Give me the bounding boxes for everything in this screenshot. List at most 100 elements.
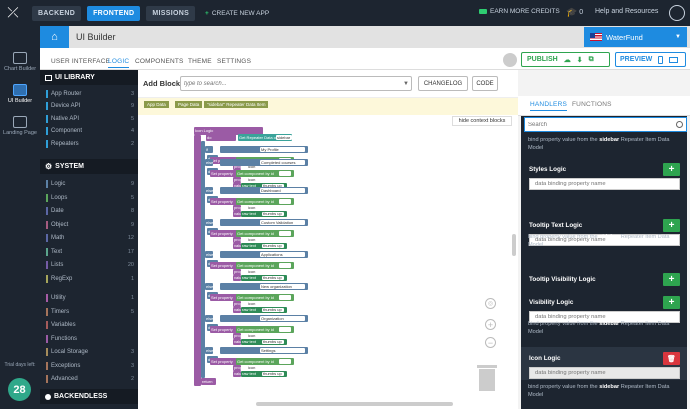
trash-icon[interactable] (477, 365, 497, 391)
property-label[interactable]: property (233, 269, 241, 275)
property-label[interactable]: property (233, 301, 241, 307)
handler-title[interactable]: Icon Logic (529, 355, 561, 362)
data-binding-input[interactable] (529, 367, 680, 379)
get-component-block[interactable]: Get component by id (236, 262, 294, 269)
if-label[interactable]: else if (205, 187, 213, 194)
component-id-field[interactable] (279, 231, 291, 236)
icon-value[interactable]: thumbs up (262, 244, 284, 248)
hide-context-blocks-button[interactable]: hide context blocks (452, 116, 512, 126)
property-label[interactable]: property (233, 237, 241, 243)
handler-title[interactable]: Visibility Logic (529, 299, 574, 306)
icon-value[interactable]: thumbs up (262, 308, 284, 312)
component-id-field[interactable] (279, 199, 291, 204)
property-value[interactable]: icon (247, 333, 264, 339)
condition-value[interactable]: Completed courses (260, 160, 305, 165)
if-label[interactable]: else if (205, 283, 213, 290)
recenter-icon[interactable]: ◎ (485, 298, 496, 309)
property-value[interactable]: icon (247, 365, 264, 371)
if-label[interactable]: else if (205, 251, 213, 258)
changelog-button[interactable]: CHANGELOG (418, 76, 468, 91)
add-handler-button[interactable]: + (663, 163, 680, 176)
tab-theme[interactable]: THEME (188, 58, 212, 65)
value-label[interactable]: value (233, 243, 241, 249)
value-label[interactable]: value (233, 183, 241, 189)
get-component-block[interactable]: Get component by id (236, 326, 294, 333)
org-selector[interactable]: WaterFund ▼ (584, 27, 687, 47)
code-button[interactable]: CODE (472, 76, 498, 91)
missions-cap[interactable]: 🎓 0 (566, 7, 583, 18)
icon-value[interactable]: thumbs up (262, 184, 284, 188)
cloud-upload-icon[interactable]: ☁ (563, 56, 571, 64)
delete-handler-button[interactable]: 🗑 (663, 352, 680, 365)
zoom-in-icon[interactable]: + (485, 319, 496, 330)
set-property-block[interactable]: Set property (210, 198, 246, 205)
earn-credits-link[interactable]: EARN MORE CREDITS (479, 8, 560, 15)
download-icon[interactable]: ⬇ (576, 56, 583, 64)
get-component-block[interactable]: Get component by id (236, 358, 294, 365)
nav-backend-button[interactable]: BACKEND (32, 5, 82, 21)
property-label[interactable]: property (233, 164, 241, 170)
desktop-icon[interactable] (669, 56, 679, 63)
component-id-field[interactable] (279, 263, 291, 268)
set-property-block[interactable]: Set property (210, 294, 246, 301)
zoom-out-icon[interactable]: − (485, 337, 496, 348)
condition-value[interactable]: Settings (260, 348, 305, 353)
tab-components[interactable]: COMPONENTS (135, 58, 184, 65)
create-new-app-link[interactable]: + CREATE NEW APP (205, 10, 269, 17)
tab-functions[interactable]: FUNCTIONS (572, 101, 612, 108)
handlers-search-input[interactable] (524, 117, 687, 132)
nav-landing-page[interactable]: Landing Page (0, 116, 40, 136)
backendless-logo-icon[interactable]: ⤫ (7, 5, 19, 21)
get-component-block[interactable]: Get component by id (236, 230, 294, 237)
add-handler-button[interactable]: + (663, 296, 680, 309)
mobile-icon[interactable] (658, 55, 664, 64)
chat-icon[interactable] (503, 53, 517, 67)
if-label[interactable]: else if (205, 347, 213, 354)
user-avatar-icon[interactable] (669, 5, 685, 21)
property-value[interactable]: icon (247, 237, 264, 243)
system-header[interactable]: ⚙ SYSTEM (40, 159, 138, 174)
ui-library-header[interactable]: UI LIBRARY (40, 70, 138, 85)
if-label[interactable]: else if (205, 159, 213, 166)
icon-value[interactable]: thumbs up (262, 276, 284, 280)
get-component-block[interactable]: Get component by id (236, 294, 294, 301)
library-item[interactable]: Variables (46, 319, 134, 330)
icon-value[interactable]: thumbs up (262, 212, 284, 216)
chevron-down-icon[interactable]: ▼ (403, 81, 409, 87)
icon-value[interactable]: thumbs up (262, 340, 284, 344)
tab-settings[interactable]: SETTINGS (217, 58, 252, 65)
value-label[interactable]: value (233, 339, 241, 345)
library-item[interactable]: Functions (46, 333, 134, 344)
return-block[interactable]: return (201, 378, 216, 385)
data-binding-input[interactable] (529, 178, 680, 190)
horizontal-scrollbar[interactable] (256, 402, 453, 406)
block-search-input[interactable] (180, 76, 412, 91)
set-property-block[interactable]: Set property (210, 170, 246, 177)
value-label[interactable]: value (233, 307, 241, 313)
get-component-block[interactable]: Get component by id (236, 170, 294, 177)
handler-title[interactable]: Styles Logic (529, 166, 567, 173)
value-label[interactable]: value (233, 211, 241, 217)
icon-logic-root-spine[interactable] (194, 135, 201, 386)
tab-user-interface[interactable]: USER INTERFACE (51, 58, 111, 65)
property-value[interactable]: icon (247, 164, 264, 170)
tab-handlers[interactable]: HANDLERS (530, 101, 567, 111)
sidebar-field[interactable]: sidebar (276, 135, 292, 140)
property-label[interactable]: property (233, 365, 241, 371)
component-id-field[interactable] (279, 171, 291, 176)
data-binding-input[interactable] (529, 234, 680, 246)
if-label[interactable]: else if (205, 219, 213, 226)
